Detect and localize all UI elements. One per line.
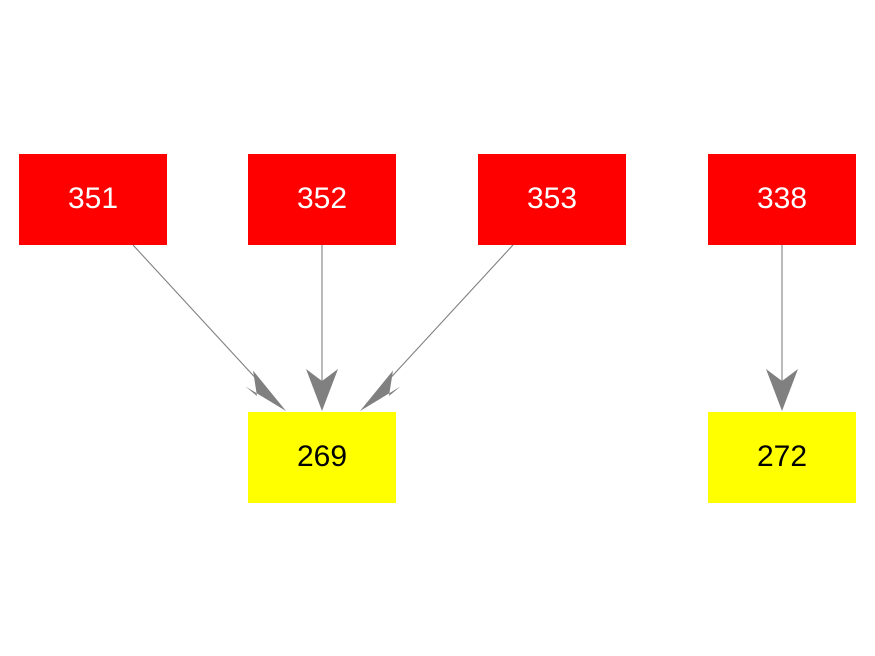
node-351[interactable]: 351: [19, 154, 167, 245]
node-label-338: 338: [756, 181, 808, 215]
node-label-352: 352: [296, 181, 348, 215]
node-338[interactable]: 338: [708, 154, 856, 245]
edge-352-to-269[interactable]: [306, 245, 338, 411]
arrowhead-352-269: [306, 369, 338, 411]
arrowhead-353-269: [360, 370, 401, 411]
node-label-272: 272: [756, 439, 808, 473]
node-269[interactable]: 269: [248, 412, 396, 503]
edge-338-to-272[interactable]: [766, 245, 798, 411]
arrowhead-338-272: [766, 369, 798, 411]
node-label-353: 353: [526, 181, 578, 215]
node-label-269: 269: [296, 439, 348, 473]
arrowhead-351-269: [245, 370, 286, 411]
edge-353-to-269[interactable]: [360, 244, 514, 411]
node-label-351: 351: [67, 181, 119, 215]
node-352[interactable]: 352: [248, 154, 396, 245]
edge-351-to-269[interactable]: [132, 244, 286, 411]
node-353[interactable]: 353: [478, 154, 626, 245]
node-272[interactable]: 272: [708, 412, 856, 503]
